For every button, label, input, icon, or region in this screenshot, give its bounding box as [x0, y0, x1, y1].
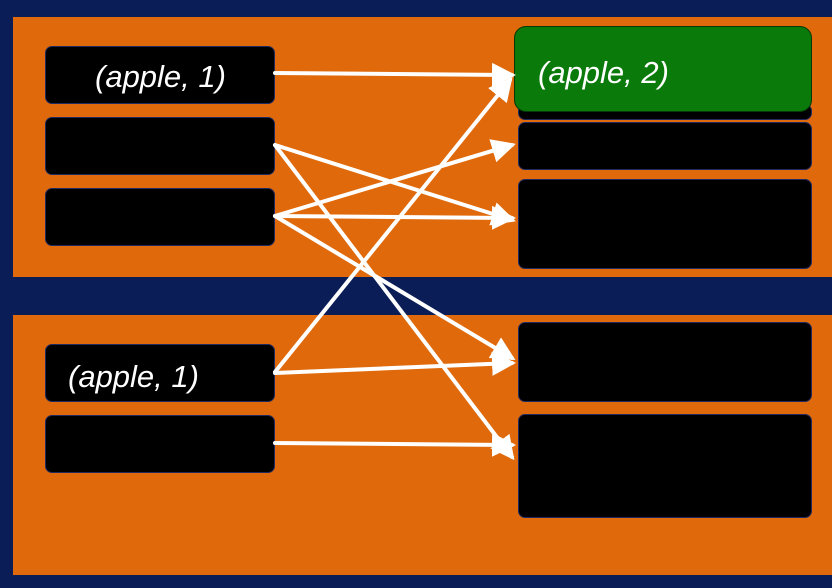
bottom-input-label-1: (apple, 1)	[68, 359, 199, 394]
bottom-input-box-2	[45, 415, 275, 473]
top-input-box-2	[45, 117, 275, 175]
top-input-label-1: (apple, 1)	[95, 59, 226, 94]
bottom-input-box-1	[45, 344, 275, 402]
top-output-label-1: (apple, 2)	[538, 55, 669, 90]
top-input-box-3	[45, 188, 275, 246]
top-output-box-3	[518, 179, 812, 269]
top-output-box-2	[518, 122, 812, 170]
bottom-output-box-2	[518, 414, 812, 518]
top-input-box-1	[45, 46, 275, 104]
bottom-output-box-1	[518, 322, 812, 402]
